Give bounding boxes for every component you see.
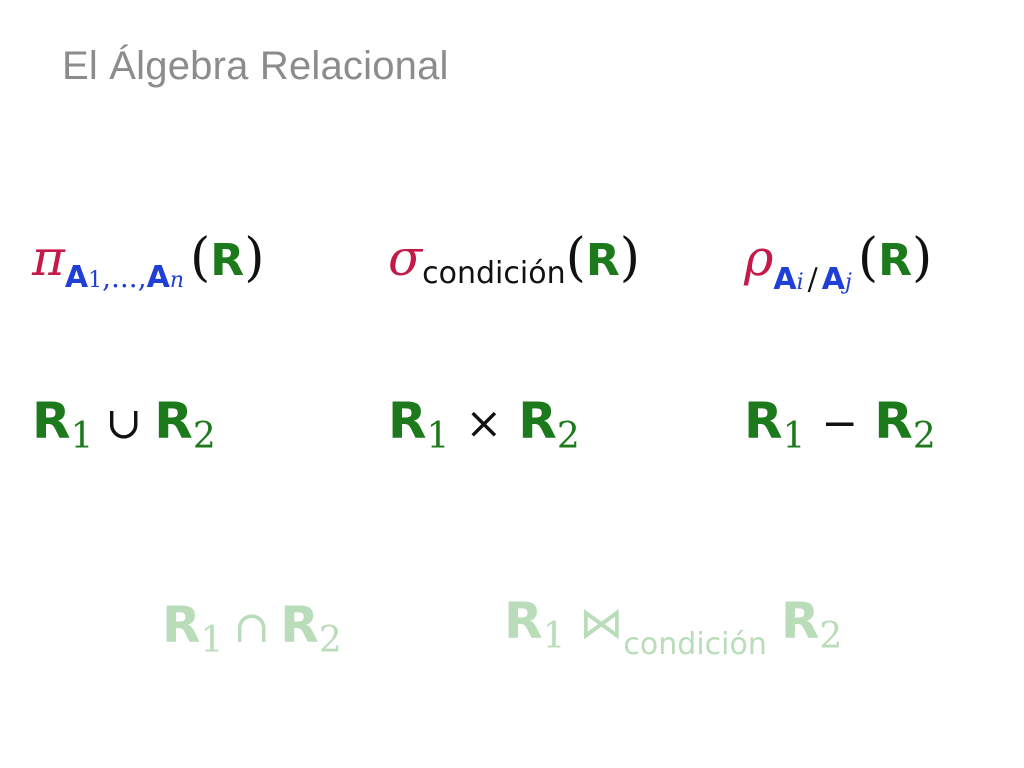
selection-condition: condición (422, 256, 566, 291)
projection-relation: R (210, 235, 245, 286)
join-right-index: 2 (819, 616, 843, 657)
union-right-relation: R (154, 392, 193, 450)
selection-relation: R (585, 235, 620, 286)
rename-open-paren: ( (857, 228, 879, 288)
join-right-relation: R (780, 592, 820, 650)
projection-ellipsis: ,..., (102, 261, 147, 294)
projection-subscript: A1,...,An (65, 263, 184, 293)
union-expression: R1∪R2 (32, 396, 216, 455)
rename-slash: / (807, 262, 818, 297)
intersection-left-index: 1 (200, 620, 224, 661)
product-expression: R1×R2 (388, 396, 580, 455)
product-left-index: 1 (426, 416, 450, 457)
rename-relation: R (878, 235, 913, 286)
selection-open-paren: ( (565, 228, 586, 288)
difference-left-index: 1 (782, 416, 806, 457)
difference-right-relation: R (874, 392, 913, 450)
difference-expression: R1−R2 (744, 396, 936, 455)
projection-expression: πA1,...,An(R) (32, 229, 264, 293)
rename-attr-j-index: j (845, 270, 852, 295)
projection-attr-1-index: 1 (88, 268, 103, 293)
intersection-left-relation: R (162, 596, 201, 654)
rename-attr-i-index: i (796, 270, 804, 295)
union-operator: ∪ (105, 398, 143, 449)
projection-close-paren: ) (244, 228, 265, 288)
union-left-index: 1 (70, 416, 94, 457)
join-operator: ⋈ (579, 598, 624, 649)
pi-symbol: π (32, 229, 65, 287)
difference-left-relation: R (744, 392, 783, 450)
intersection-right-relation: R (280, 596, 319, 654)
slide-title: El Álgebra Relacional (62, 44, 449, 88)
difference-operator: − (821, 398, 859, 449)
selection-expression: σcondición(R) (388, 229, 640, 289)
product-left-relation: R (388, 392, 427, 450)
selection-subscript: condición (422, 259, 565, 289)
product-right-relation: R (518, 392, 557, 450)
union-left-relation: R (32, 392, 71, 450)
rename-expression: ρAi/Aj(R) (744, 229, 932, 295)
rename-subscript: Ai/Aj (773, 265, 851, 295)
rename-close-paren: ) (912, 228, 933, 288)
intersection-expression: R1∩R2 (162, 600, 342, 659)
intersection-operator: ∩ (233, 602, 271, 653)
rename-attr-i: A (773, 262, 797, 297)
union-right-index: 2 (192, 416, 216, 457)
join-left-relation: R (504, 592, 543, 650)
product-right-index: 2 (556, 416, 580, 457)
product-operator: × (465, 398, 503, 449)
sigma-symbol: σ (388, 229, 423, 287)
intersection-right-index: 2 (318, 620, 342, 661)
projection-attr-n: A (146, 260, 170, 295)
rename-attr-j: A (821, 262, 845, 297)
projection-attr-n-index: n (169, 268, 184, 293)
join-left-index: 1 (542, 616, 566, 657)
difference-right-index: 2 (912, 416, 936, 457)
join-condition: condición (623, 627, 767, 662)
rho-symbol: ρ (744, 229, 774, 287)
projection-attr-1: A (64, 260, 89, 295)
selection-close-paren: ) (619, 228, 641, 288)
projection-open-paren: ( (190, 228, 211, 288)
